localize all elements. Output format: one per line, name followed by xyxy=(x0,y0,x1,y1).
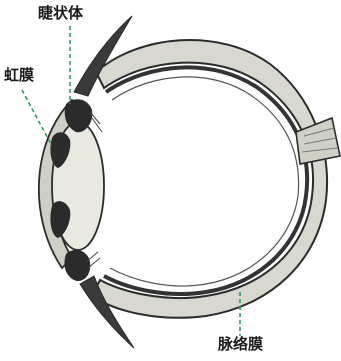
ciliary-body-lower xyxy=(64,250,90,281)
label-choroid: 脉络膜 xyxy=(218,337,263,352)
label-iris: 虹膜 xyxy=(4,68,34,83)
retina-layer xyxy=(110,77,299,286)
label-ciliary-body: 睫状体 xyxy=(38,6,83,21)
choroid-layer xyxy=(104,67,307,294)
